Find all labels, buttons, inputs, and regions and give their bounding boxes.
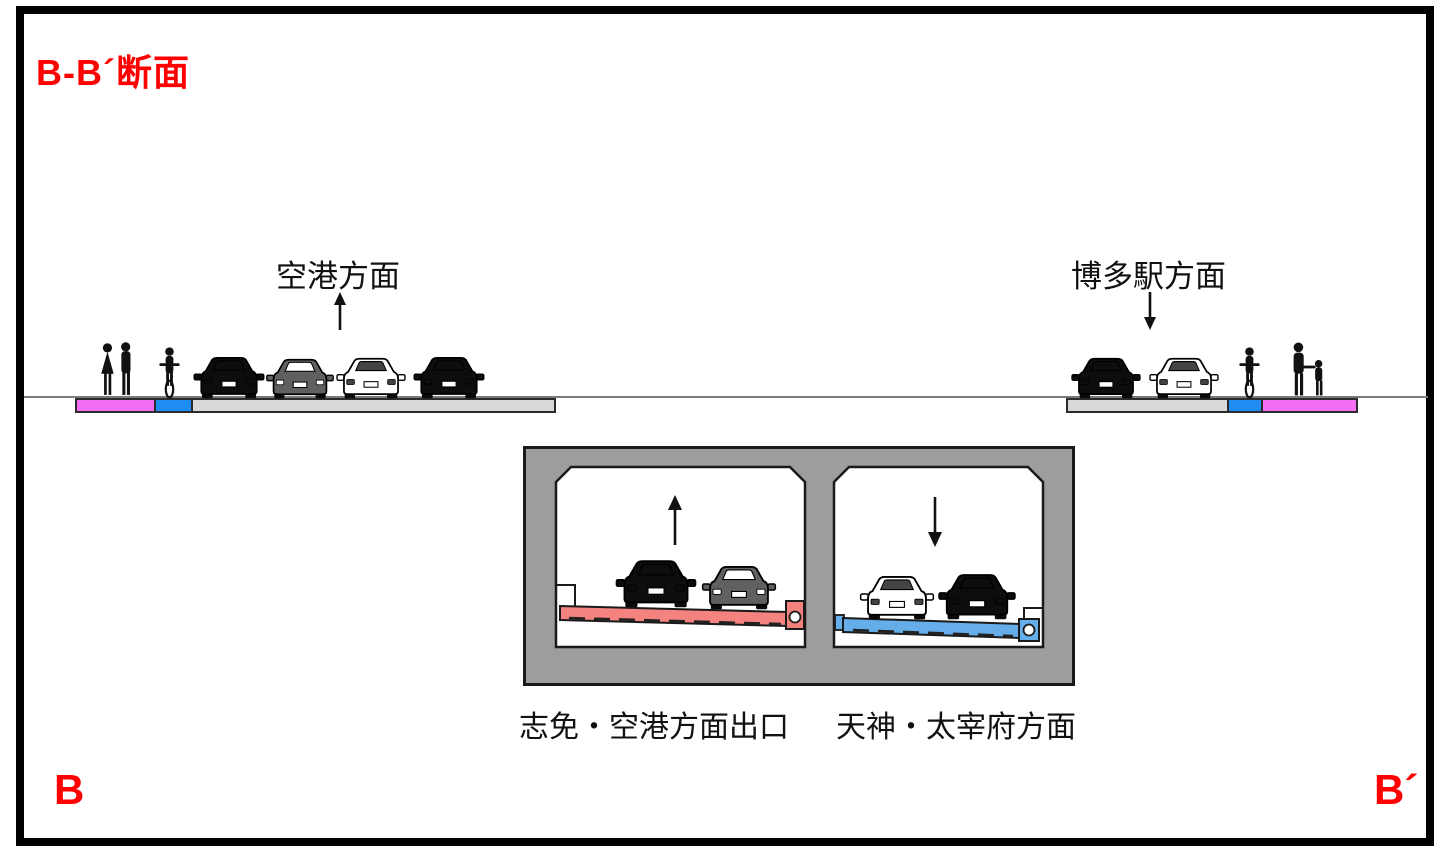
left-bike-lane-strip xyxy=(154,398,193,413)
right-bike-lane-strip xyxy=(1227,398,1263,413)
down-arrow-icon xyxy=(928,497,942,547)
diagram-title: B-B´断面 xyxy=(36,52,190,93)
car-icon xyxy=(333,356,409,399)
right-bore-label: 天神・太宰府方面 xyxy=(836,711,1076,744)
car-icon xyxy=(263,357,337,399)
car-icon xyxy=(1068,356,1144,399)
car-icon xyxy=(1146,356,1222,399)
deck-dashed-edge xyxy=(568,616,782,626)
left-wall-step xyxy=(556,584,576,610)
cyclist-icon xyxy=(1231,346,1268,398)
airport-direction-label: 空港方面 xyxy=(276,259,400,294)
left-sidewalk-strip xyxy=(75,398,156,413)
left-roadway-strip xyxy=(191,398,556,413)
deck-dashed-edge xyxy=(852,628,1014,638)
left-bore-label: 志免・空港方面出口 xyxy=(519,711,789,744)
right-sidewalk-strip xyxy=(1261,398,1358,413)
ground-line xyxy=(24,396,1428,398)
down-arrow-icon xyxy=(1144,292,1156,330)
right-roadway-strip xyxy=(1066,398,1229,413)
up-arrow-icon xyxy=(668,495,682,545)
car-icon xyxy=(190,355,268,399)
section-marker-b: B xyxy=(54,766,85,813)
pedestrian-couple-icon xyxy=(94,340,142,398)
hakata-station-direction-label: 博多駅方面 xyxy=(1071,259,1226,294)
cyclist-icon xyxy=(151,346,188,398)
section-marker-b-prime: B´ xyxy=(1374,766,1419,813)
car-icon xyxy=(410,355,488,399)
adult-with-child-icon xyxy=(1284,340,1334,398)
up-arrow-icon xyxy=(334,292,346,330)
diagram-border xyxy=(16,6,1434,846)
tunnel-box xyxy=(523,446,1075,686)
